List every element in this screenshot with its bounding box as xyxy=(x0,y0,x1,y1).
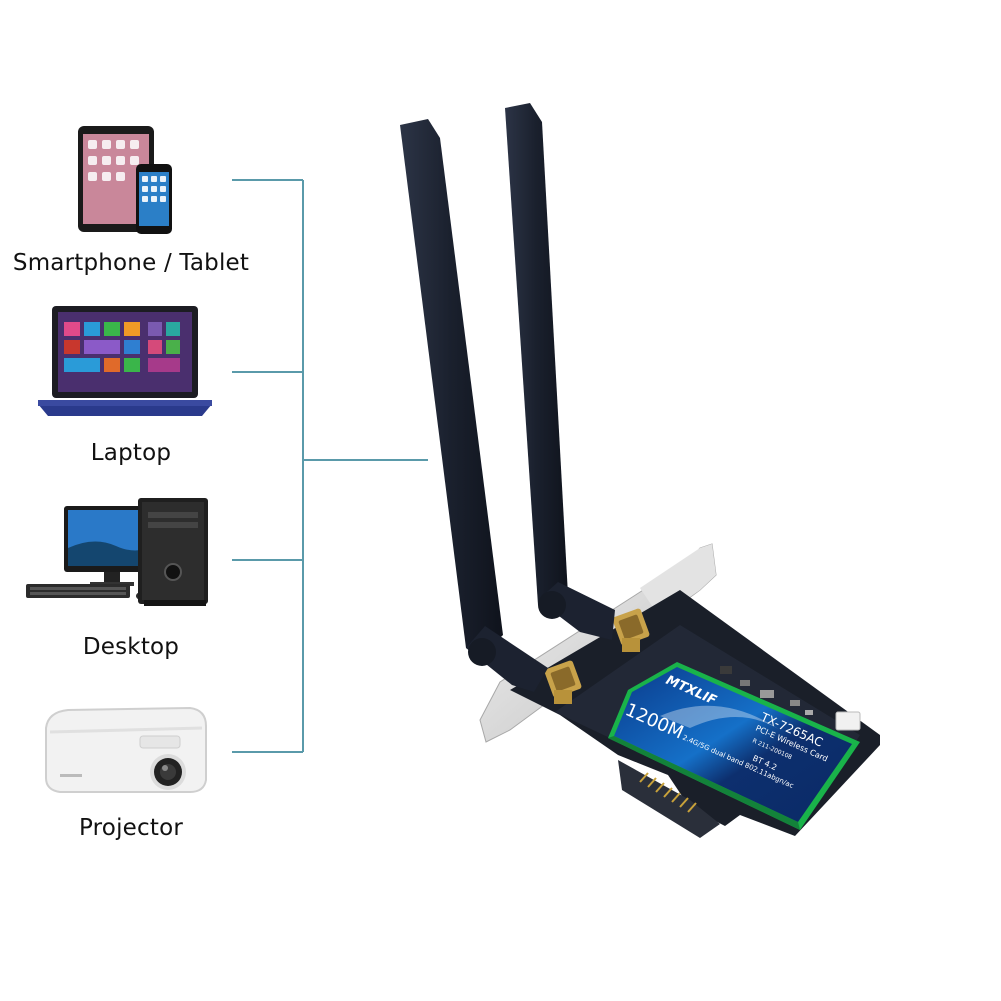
smartphone-tablet-icon xyxy=(78,126,172,234)
left-antenna xyxy=(400,119,548,692)
card-sticker xyxy=(608,662,860,830)
laptop-icon xyxy=(38,306,212,416)
device-label-projector: Projector xyxy=(78,815,184,841)
projector-icon xyxy=(45,706,207,793)
right-antenna xyxy=(505,103,615,640)
antenna-connectors xyxy=(544,608,650,704)
device-label-desktop: Desktop xyxy=(82,634,180,660)
device-label-laptop: Laptop xyxy=(90,440,172,466)
device-label-smartphone-tablet: Smartphone / Tablet xyxy=(12,250,250,276)
desktop-icon xyxy=(26,498,208,606)
